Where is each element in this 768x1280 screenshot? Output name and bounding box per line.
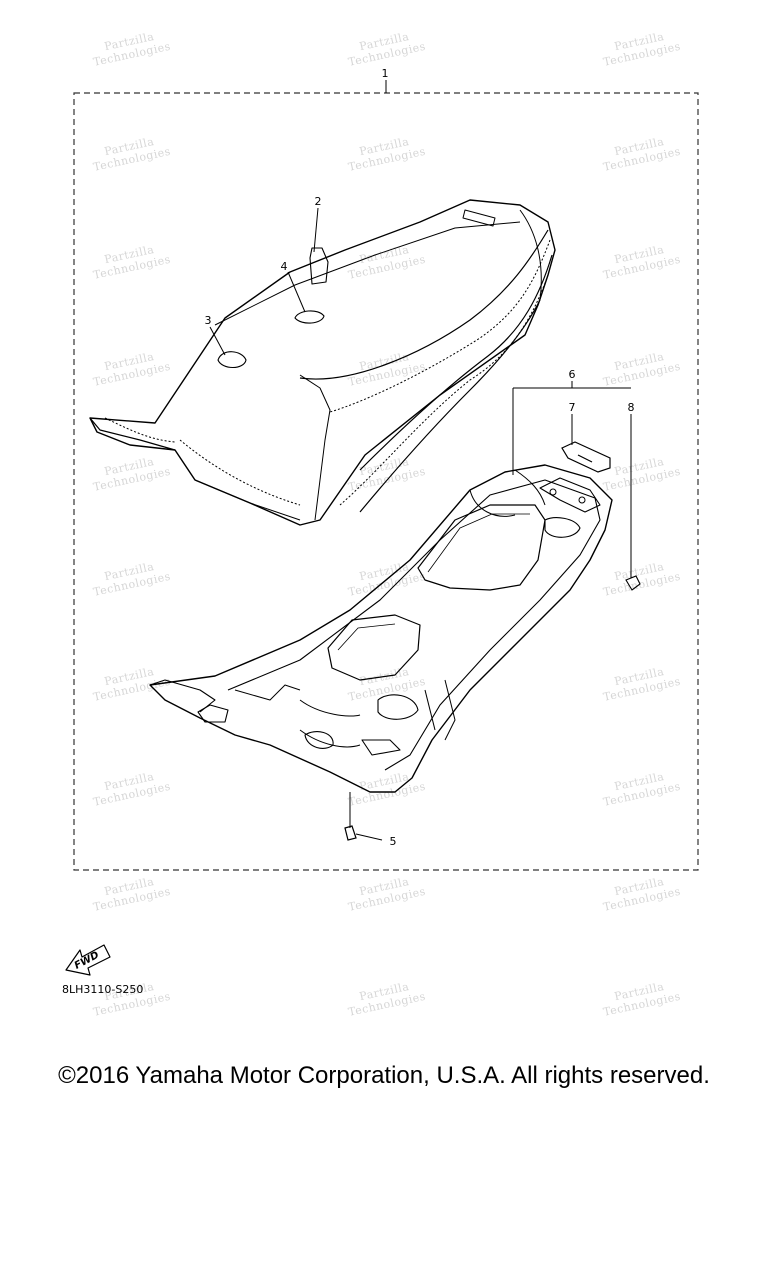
callout-4[interactable]: 4 [281,260,288,273]
leader-2 [313,207,319,253]
drawing-code: 8LH3110-S250 [62,983,143,996]
leader-3 [209,326,226,356]
callout-5[interactable]: 5 [390,835,397,848]
callout-7[interactable]: 7 [569,401,576,414]
callout-1[interactable]: 1 [382,67,389,80]
nut-part-8 [625,575,641,591]
callout-6[interactable]: 6 [569,368,576,381]
callout-8[interactable]: 8 [628,401,635,414]
bracket-part-7 [561,441,611,473]
leader-4 [287,271,306,313]
callout-3[interactable]: 3 [205,314,212,327]
callout-2[interactable]: 2 [315,195,322,208]
leader-5 [355,833,383,841]
seat-cover-drawing [89,199,556,526]
seat-base-drawing [149,464,613,793]
copyright-notice: ©2016 Yamaha Motor Corporation, U.S.A. A… [58,1062,710,1089]
fwd-arrow-icon: FWD [65,944,111,976]
clip-part-5 [344,825,357,841]
